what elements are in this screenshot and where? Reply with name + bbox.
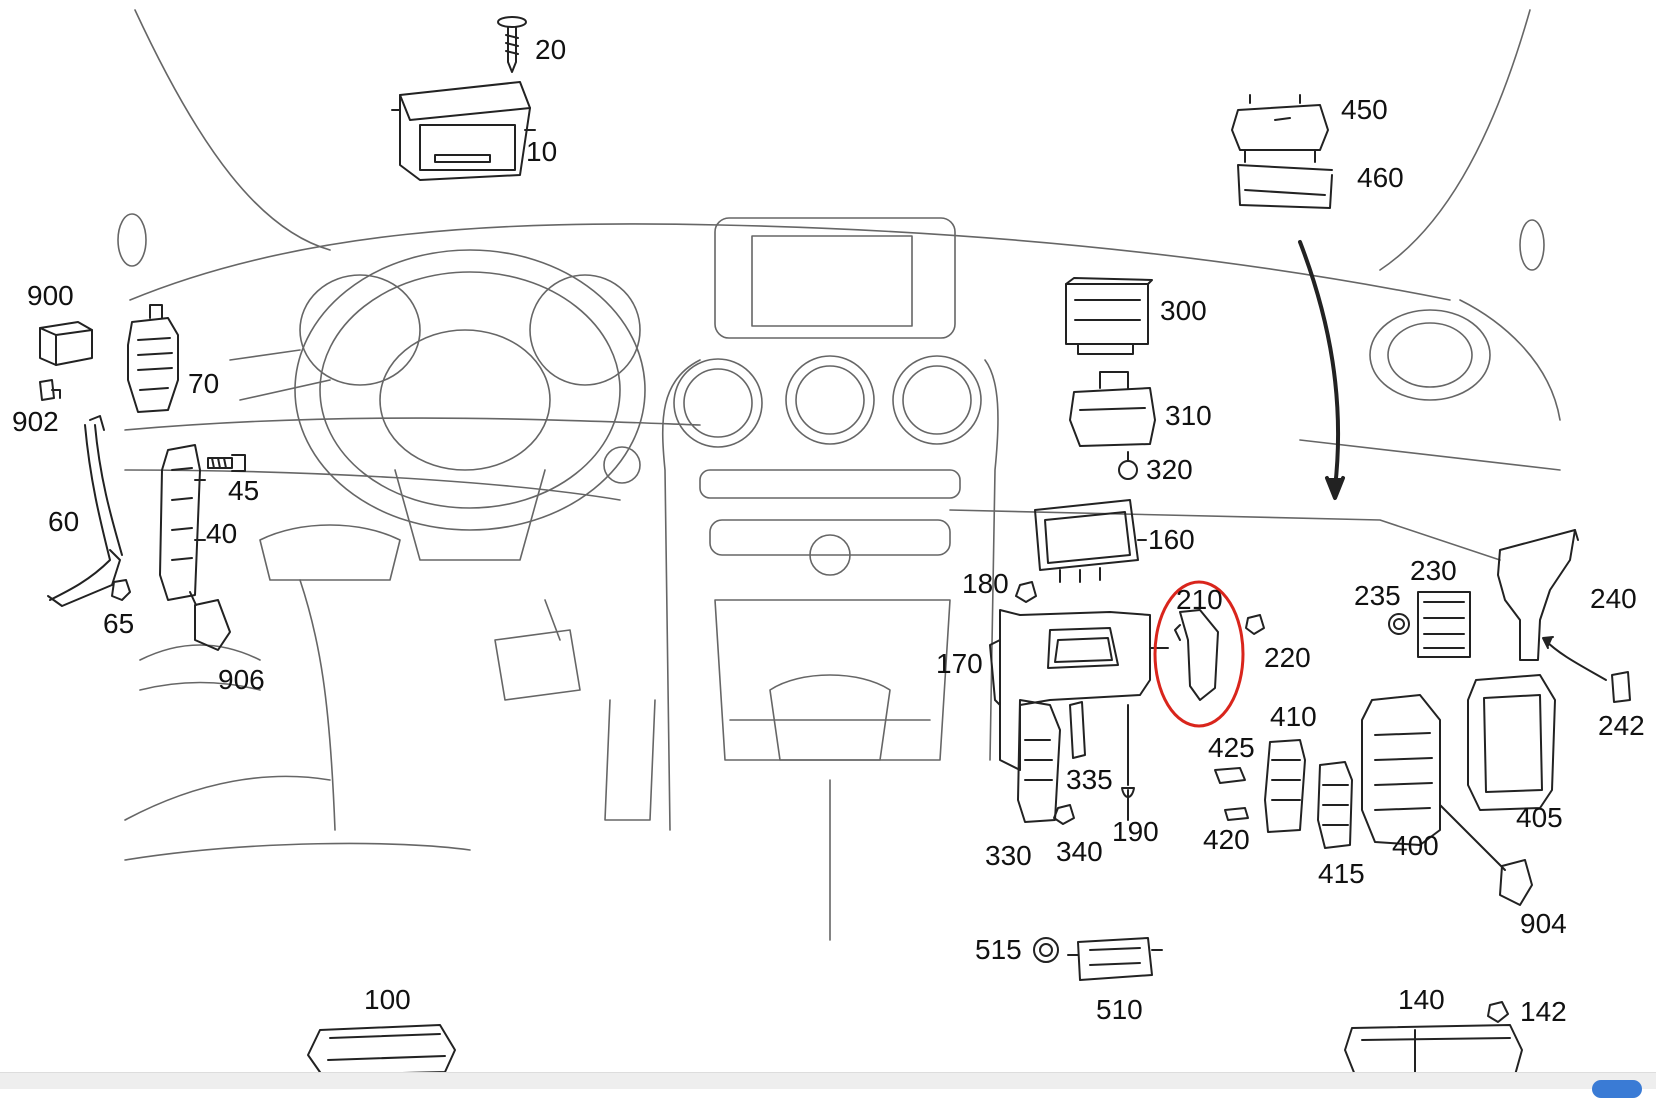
label-part-40: 40 xyxy=(206,518,238,549)
part-510-module xyxy=(1067,937,1163,981)
part-425-fuse xyxy=(1214,767,1246,784)
assembly-arrow xyxy=(1298,240,1345,500)
label-part-410: 410 xyxy=(1270,701,1317,732)
part-335-clip xyxy=(1069,701,1086,759)
label-part-210: 210 xyxy=(1176,584,1223,615)
label-part-190: 190 xyxy=(1112,816,1159,847)
part-242-clip xyxy=(1542,636,1631,703)
label-part-460: 460 xyxy=(1357,162,1404,193)
part-180-nut xyxy=(1015,581,1037,603)
part-40-module xyxy=(159,444,206,601)
part-515-nut xyxy=(1033,937,1059,963)
bottom-bar xyxy=(0,1072,1656,1089)
part-415-fusebox xyxy=(1317,761,1353,849)
label-part-60: 60 xyxy=(48,506,80,537)
label-part-242: 242 xyxy=(1598,710,1645,741)
label-part-450: 450 xyxy=(1341,94,1388,125)
label-part-140: 140 xyxy=(1398,984,1445,1015)
part-420-fuse xyxy=(1224,807,1249,821)
part-45-screw xyxy=(207,454,246,472)
dashboard-outline xyxy=(117,9,1561,941)
label-part-310: 310 xyxy=(1165,400,1212,431)
label-part-515: 515 xyxy=(975,934,1022,965)
label-part-235: 235 xyxy=(1354,580,1401,611)
part-170-bracket xyxy=(989,609,1169,771)
label-part-904: 904 xyxy=(1520,908,1567,939)
label-part-20: 20 xyxy=(535,34,567,65)
label-part-220: 220 xyxy=(1264,642,1311,673)
part-190-bolt xyxy=(1121,704,1135,821)
part-460-cover xyxy=(1237,164,1333,209)
part-904-tag xyxy=(1499,859,1533,906)
label-part-340: 340 xyxy=(1056,836,1103,867)
part-142-nut xyxy=(1487,1001,1509,1023)
part-340-nut xyxy=(1053,804,1075,825)
part-20-screw xyxy=(497,16,527,73)
label-part-420: 420 xyxy=(1203,824,1250,855)
part-902-clip xyxy=(39,379,61,401)
part-140-module xyxy=(1344,1024,1523,1076)
label-part-142: 142 xyxy=(1520,996,1567,1027)
label-part-330: 330 xyxy=(985,840,1032,871)
label-part-10: 10 xyxy=(526,136,558,167)
part-400-fusebox xyxy=(1361,694,1506,871)
part-900-relay xyxy=(39,321,93,366)
part-240-bracket xyxy=(1497,529,1579,661)
part-220-nut xyxy=(1245,614,1265,635)
label-part-900: 900 xyxy=(27,280,74,311)
label-part-70: 70 xyxy=(188,368,220,399)
label-part-300: 300 xyxy=(1160,295,1207,326)
part-320-bolt xyxy=(1118,451,1138,480)
part-235-nut xyxy=(1388,613,1410,635)
label-part-400: 400 xyxy=(1392,830,1439,861)
part-100-module xyxy=(307,1024,456,1076)
part-300-module xyxy=(1065,277,1153,355)
highlight-circle xyxy=(1153,580,1245,728)
part-160-module xyxy=(1034,499,1147,583)
part-10-module xyxy=(391,81,536,181)
label-part-510: 510 xyxy=(1096,994,1143,1025)
label-part-320: 320 xyxy=(1146,454,1193,485)
part-230-module xyxy=(1417,591,1471,658)
part-310-connector xyxy=(1069,371,1156,447)
part-210-module xyxy=(1174,609,1219,701)
label-part-906: 906 xyxy=(218,664,265,695)
label-part-180: 180 xyxy=(962,568,1009,599)
label-part-415: 415 xyxy=(1318,858,1365,889)
part-70-connector xyxy=(127,304,179,413)
label-part-45: 45 xyxy=(228,475,260,506)
part-410-fusebox xyxy=(1264,739,1306,833)
part-60-harness xyxy=(47,415,123,607)
label-part-335: 335 xyxy=(1066,764,1113,795)
part-906-tag xyxy=(189,591,231,651)
label-part-65: 65 xyxy=(103,608,135,639)
part-330-module xyxy=(1017,699,1061,823)
part-65-nut xyxy=(111,579,131,601)
label-part-100: 100 xyxy=(364,984,411,1015)
label-part-160: 160 xyxy=(1148,524,1195,555)
corner-button[interactable] xyxy=(1592,1080,1642,1098)
part-405-fusebox xyxy=(1467,674,1556,811)
label-part-170: 170 xyxy=(936,648,983,679)
label-part-230: 230 xyxy=(1410,555,1457,586)
label-part-405: 405 xyxy=(1516,802,1563,833)
label-part-425: 425 xyxy=(1208,732,1255,763)
label-part-902: 902 xyxy=(12,406,59,437)
label-part-240: 240 xyxy=(1590,583,1637,614)
part-450-bracket xyxy=(1231,94,1329,163)
